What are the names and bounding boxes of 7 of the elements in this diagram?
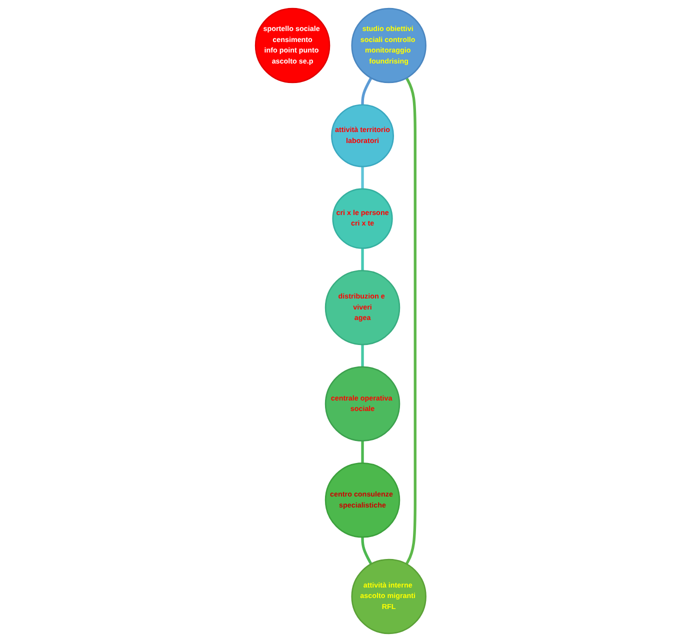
connector bbox=[361, 166, 364, 189]
connector bbox=[361, 248, 364, 271]
connector bbox=[361, 77, 373, 105]
connector bbox=[361, 344, 364, 367]
connector bbox=[406, 77, 417, 565]
connector bbox=[361, 440, 364, 464]
connector bbox=[361, 537, 373, 565]
